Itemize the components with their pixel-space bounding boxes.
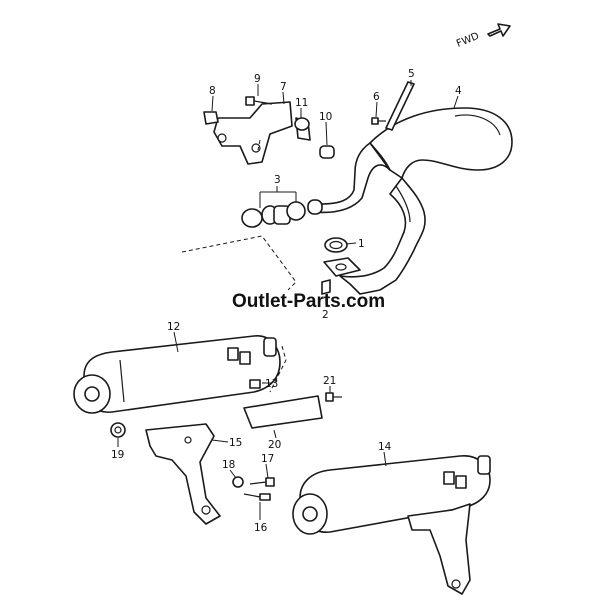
callout-11: 11 xyxy=(295,97,308,109)
silencer-bracket xyxy=(145,423,221,525)
silencer-left xyxy=(73,335,281,414)
callout-6: 6 xyxy=(373,91,380,103)
bracket-bolt-upper xyxy=(249,477,275,487)
forward-direction-indicator: FWD xyxy=(455,23,511,50)
callout-12: 12 xyxy=(167,321,180,333)
callout-16: 16 xyxy=(254,522,268,534)
site-watermark: Outlet-Parts.com xyxy=(232,291,385,312)
callout-2: 2 xyxy=(322,309,329,321)
callout-1: 1 xyxy=(358,238,365,250)
bracket-nut xyxy=(203,111,219,125)
bracket-washer xyxy=(232,476,244,488)
exhaust-header-pipe xyxy=(307,107,513,295)
callout-15: 15 xyxy=(229,437,242,449)
callout-19: 19 xyxy=(111,449,124,461)
mounting-bracket xyxy=(213,101,293,165)
bracket-bolt xyxy=(245,96,273,106)
fwd-label: FWD xyxy=(455,31,481,50)
strap-bolt xyxy=(371,117,386,125)
callout-20: 20 xyxy=(268,439,281,451)
bracket-bolt-lower xyxy=(243,493,271,501)
exhaust-joint-seal xyxy=(241,201,306,228)
callout-4: 4 xyxy=(455,85,462,97)
callout-9: 9 xyxy=(254,73,261,85)
callout-5: 5 xyxy=(408,68,415,80)
fwd-arrow-icon xyxy=(487,23,511,37)
callout-10: 10 xyxy=(319,111,332,123)
exhaust-flange-bolt xyxy=(321,257,361,302)
bracket-nut-lower xyxy=(110,422,126,438)
callout-8: 8 xyxy=(209,85,216,97)
hanger-strap xyxy=(385,81,415,131)
callout-17: 17 xyxy=(261,453,274,465)
callout-21: 21 xyxy=(323,375,336,387)
callout-13: 13 xyxy=(265,378,278,390)
heat-shield xyxy=(243,395,323,429)
exhaust-gasket xyxy=(324,237,348,253)
heat-shield-screw xyxy=(325,392,342,402)
callout-18: 18 xyxy=(222,459,235,471)
callout-7: 7 xyxy=(280,81,287,93)
bracket-spacer xyxy=(319,145,335,159)
silencer-right xyxy=(292,455,491,595)
callout-3: 3 xyxy=(274,174,281,186)
callout-14: 14 xyxy=(378,441,392,453)
silencer-clip xyxy=(249,379,261,389)
